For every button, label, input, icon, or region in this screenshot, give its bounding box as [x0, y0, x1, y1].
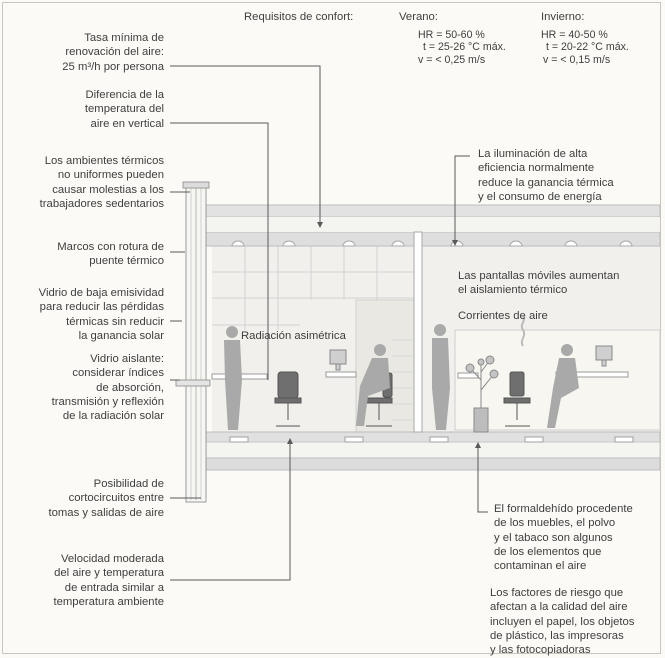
upper-slab: [204, 204, 661, 218]
note-nonuniform-environments: Los ambientes térmicos no uniformes pued…: [39, 155, 164, 210]
note-air-velocity: Velocidad moderada del aire y temperatur…: [53, 553, 164, 608]
note-thermal-break-frames: Marcos con rotura de puente térmico: [57, 241, 164, 268]
floor-plenum: [204, 441, 661, 459]
summer-temperature: t = 25-26 °C máx.: [423, 41, 506, 53]
note-vertical-temperature: Diferencia de la temperatura del aire en…: [84, 89, 164, 130]
winter-temperature: t = 20-22 °C máx.: [546, 41, 629, 53]
lower-slab: [204, 457, 661, 471]
chairs: [274, 371, 531, 427]
summer-velocity: v = < 0,25 m/s: [418, 54, 486, 66]
plant: [465, 355, 499, 433]
people-figures: [224, 324, 579, 430]
label-asymmetric-radiation: Radiación asimétrica: [241, 330, 346, 342]
summer-humidity: HR = 50-60 %: [418, 29, 485, 41]
note-short-circuits: Posibilidad de cortocircuitos entre toma…: [48, 478, 164, 519]
monitors: [329, 345, 613, 371]
central-column: [413, 231, 423, 433]
note-efficient-lighting: La iluminación de alta eficiencia normal…: [478, 148, 614, 203]
partition-slats: [392, 339, 412, 421]
winter-title: Invierno:: [541, 11, 585, 23]
winter-humidity: HR = 40-50 %: [541, 29, 608, 41]
note-insulating-glass: Vidrio aislante: considerar índices de a…: [51, 353, 164, 423]
left-wall-grid: [212, 246, 418, 330]
label-air-currents: Corrientes de aire: [458, 310, 548, 322]
note-air-renewal: Tasa mínima de renovación del aire: 25 m…: [62, 32, 164, 73]
comfort-title: Requisitos de confort:: [244, 11, 354, 23]
note-movable-screens: Las pantallas móviles aumentan el aislam…: [458, 270, 620, 297]
leader-arrows: [287, 222, 481, 448]
ceiling-slab: [204, 231, 661, 247]
air-current-wisp: [520, 315, 526, 347]
floor-diffusers: [229, 436, 634, 443]
note-formaldehyde: El formaldehído procedente de los mueble…: [494, 503, 633, 573]
plenum: [205, 217, 660, 232]
note-low-e-glass: Vidrio de baja emisividad para reducir l…: [38, 287, 164, 342]
leader-lines: [170, 65, 488, 581]
sill: [175, 379, 211, 387]
note-risk-factors: Los factores de riesgo que afectan a la …: [490, 587, 635, 657]
summer-title: Verano:: [399, 11, 438, 23]
winter-velocity: v = < 0,15 m/s: [543, 54, 611, 66]
